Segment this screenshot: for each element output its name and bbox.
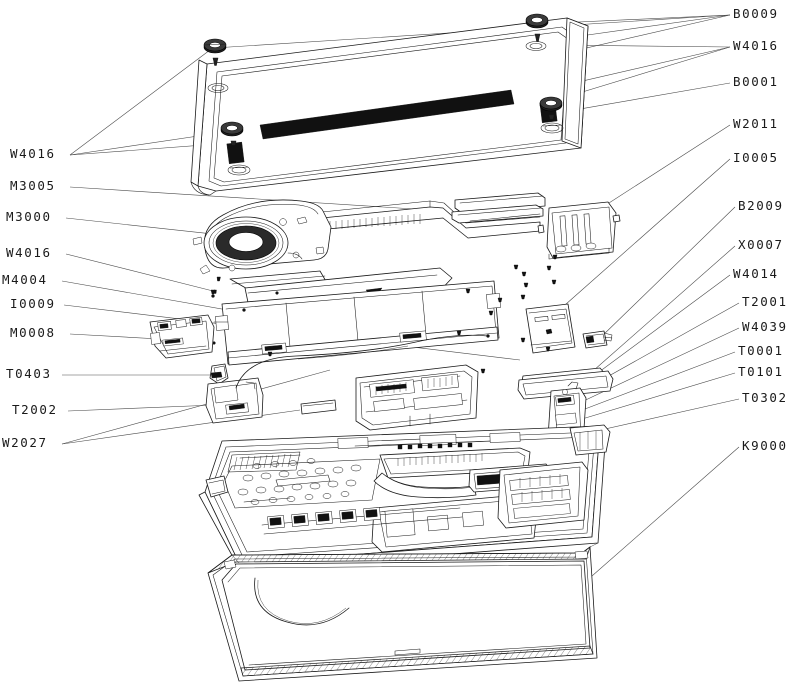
part-label-w2027: W2027	[2, 435, 48, 450]
display-bumper-part	[525, 13, 549, 29]
part-label-w4016-c: W4016	[733, 38, 779, 53]
display-bumper-part	[203, 38, 227, 54]
touchpad-assembly	[355, 364, 479, 431]
card-reader-connector	[582, 330, 613, 349]
right-hinge-ports	[497, 461, 589, 529]
part-label-k9000: K9000	[742, 438, 788, 453]
display-bumper-part	[539, 96, 563, 112]
part-label-i0009: I0009	[10, 296, 56, 311]
screws-cluster	[186, 254, 558, 374]
part-label-t0001: T0001	[738, 343, 784, 358]
part-label-t0302: T0302	[742, 390, 788, 405]
wlan-module	[537, 201, 621, 260]
part-label-w4014: W4014	[733, 266, 779, 281]
display-bumper-part	[220, 121, 244, 137]
antenna-cable	[235, 334, 490, 389]
part-label-m0008: M0008	[10, 325, 56, 340]
heatsink-fin-block	[451, 192, 546, 224]
io-daughter-board	[149, 314, 215, 359]
part-label-m3000: M3000	[6, 209, 52, 224]
cooling-fan	[192, 199, 332, 275]
touchpad-ffc	[209, 363, 229, 385]
display-screw-part	[212, 33, 555, 146]
part-label-x0007: X0007	[738, 237, 784, 252]
part-label-i0005: I0005	[733, 150, 779, 165]
part-label-w4016-b: W4016	[6, 245, 52, 260]
part-label-t2001: T2001	[742, 294, 788, 309]
keyboard-palmrest-assembly	[198, 424, 611, 571]
part-label-m4004: M4004	[2, 272, 48, 287]
part-label-t0101: T0101	[738, 364, 784, 379]
keyboard-hole-pattern	[223, 458, 381, 509]
bottom-cover	[207, 546, 598, 682]
battery-pack	[213, 280, 501, 366]
io-board-group	[149, 314, 490, 424]
display-back-cover-assembly	[190, 13, 589, 196]
thermal-module-assembly	[192, 192, 546, 313]
part-label-w4039: W4039	[742, 319, 788, 334]
part-label-w2011: W2011	[733, 116, 779, 131]
assembly-guides	[231, 542, 599, 564]
part-label-t0403: T0403	[6, 366, 52, 381]
part-label-b0009: B0009	[733, 6, 779, 21]
ssd-module	[525, 303, 576, 354]
speaker-module	[205, 377, 264, 424]
part-label-b0001: B0001	[733, 74, 779, 89]
part-label-b2009: B2009	[738, 198, 784, 213]
part-label-t2002: T2002	[12, 402, 58, 417]
part-label-w4016-a: W4016	[10, 146, 56, 161]
part-label-m3005: M3005	[10, 178, 56, 193]
